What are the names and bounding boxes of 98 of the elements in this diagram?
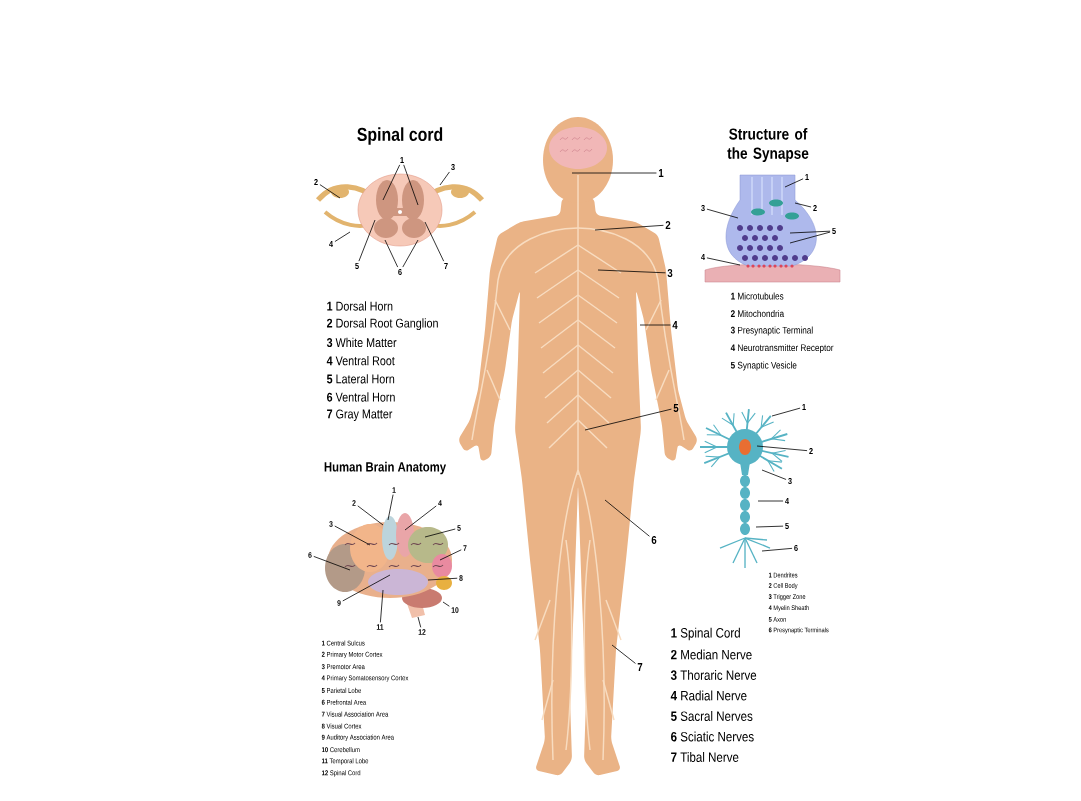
leader-line (761, 547, 793, 552)
callout-number: 2 (813, 205, 817, 212)
leader-line (358, 219, 376, 262)
leader-line (334, 525, 371, 546)
callout-number: 3 (667, 269, 673, 278)
callout-number: 4 (785, 498, 789, 504)
leader-line (604, 499, 650, 537)
callout-number: 4 (329, 241, 333, 247)
leader-line (706, 257, 741, 266)
leader-line (387, 494, 394, 521)
callout-number: 5 (457, 525, 461, 531)
list-item: 5 Lateral Horn (326, 374, 395, 384)
callout-number: 8 (459, 575, 463, 581)
leader-line (384, 239, 399, 268)
leader-line (771, 407, 801, 417)
callout-number: 5 (355, 263, 359, 270)
leader-line (611, 644, 636, 664)
heading: Human Brain Anatomy (324, 461, 447, 475)
callout-number: 1 (802, 404, 806, 410)
callout-number: 5 (832, 228, 836, 235)
leader-line (789, 230, 831, 234)
leader-line (442, 601, 450, 607)
leader-line (755, 525, 784, 528)
callout-number: 3 (788, 477, 792, 485)
callout-number: 4 (672, 321, 678, 329)
leader-line (403, 164, 419, 206)
callout-number: 3 (451, 163, 455, 171)
list-item: 1 Spinal Cord (671, 627, 740, 641)
callout-number: 2 (352, 500, 356, 506)
callout-number: 1 (658, 169, 664, 177)
leader-line (439, 549, 462, 561)
heading: Spinal cord (357, 127, 443, 145)
list-item: 7 Tibal Nerve (671, 752, 739, 762)
callout-number: 7 (637, 663, 643, 671)
callout-number: 5 (785, 523, 789, 530)
list-item: 1 Microtubules (731, 292, 784, 300)
list-item: 6 Ventral Horn (327, 392, 395, 402)
callout-number: 7 (444, 263, 448, 269)
leader-line (789, 231, 831, 244)
list-item: 2 Dorsal Root Ganglion (327, 318, 438, 331)
list-item: 4 Neurotransmitter Receptor (730, 344, 834, 353)
leader-line (424, 221, 445, 262)
callout-number: 12 (418, 629, 426, 635)
leader-line (597, 269, 666, 274)
leader-line (794, 202, 812, 208)
leader-line (757, 500, 784, 502)
leader-line (427, 577, 458, 581)
callout-number: 5 (673, 404, 679, 412)
leader-line (594, 224, 664, 231)
list-item: 4 Radial Nerve (670, 690, 747, 701)
callout-number: 6 (398, 268, 402, 276)
callout-number: 2 (314, 179, 318, 186)
callout-number: 1 (392, 487, 396, 493)
leader-line (380, 589, 384, 623)
leader-line (584, 408, 672, 431)
callout-number: 1 (805, 174, 809, 180)
list-item: 4 Ventral Root (326, 355, 395, 366)
callout-number: 6 (308, 552, 312, 558)
callout-number: 2 (809, 448, 813, 455)
leader-line (342, 574, 391, 602)
list-item: 2 Mitochondria (730, 309, 785, 317)
list-item: 6 Sciatic Nerves (671, 731, 754, 742)
list-item: 2 Median Nerve (671, 649, 752, 660)
list-item: 3 Presynaptic Terminal (730, 326, 813, 336)
leader-line (424, 528, 456, 538)
leader-line (784, 178, 804, 188)
list-item: 3 White Matter (326, 337, 397, 348)
callout-number: 6 (651, 536, 657, 544)
leader-line (706, 208, 739, 219)
leader-line (417, 616, 422, 628)
callout-number: 3 (329, 521, 333, 527)
callout-number: 4 (438, 500, 442, 506)
list-item: 1 Dorsal Horn (327, 301, 393, 311)
leader-line (402, 239, 419, 268)
callout-number: 11 (376, 624, 384, 630)
leader-line (439, 171, 450, 186)
leader-line (382, 164, 401, 201)
leader-line (404, 505, 437, 531)
leader-line (319, 184, 341, 199)
leader-line (639, 324, 671, 326)
list-item: 5 Synaptic Vesicle (730, 361, 797, 371)
callout-number: 6 (794, 544, 798, 552)
callout-number: 3 (701, 204, 705, 212)
callout-number: 1 (400, 157, 404, 163)
leader-line (761, 469, 787, 480)
heading: Structure of the Synapse (727, 127, 809, 163)
list-item: 3 Thoraric Nerve (670, 670, 757, 680)
leader-line (756, 445, 808, 452)
leader-line (571, 172, 657, 174)
list-item: 5 Sacral Nerves (670, 711, 753, 721)
callout-number: 2 (665, 221, 671, 229)
list-item: 7 Gray Matter (327, 409, 393, 421)
leader-line (357, 505, 384, 526)
leader-line (334, 231, 351, 242)
callout-number: 4 (701, 254, 705, 260)
callout-number: 9 (337, 600, 341, 606)
callout-number: 10 (451, 607, 459, 613)
callout-number: 7 (463, 545, 467, 551)
